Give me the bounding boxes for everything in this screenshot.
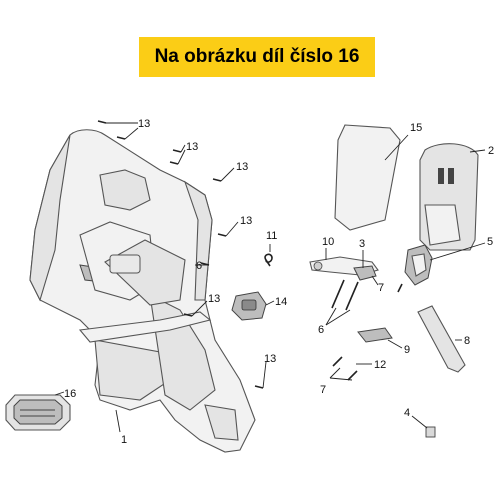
callout-9: 9 [404, 344, 410, 356]
callout-15: 15 [410, 122, 422, 134]
part-4-clip[interactable] [425, 426, 436, 438]
part-14-latch[interactable] [231, 291, 267, 321]
callout-4: 4 [404, 407, 410, 419]
callout-11: 11 [266, 230, 277, 242]
callout-labels: 13 13 13 13 6 13 14 13 16 1 15 2 11 10 3… [64, 118, 494, 446]
part-11-spring[interactable] [264, 253, 273, 267]
callout-16: 16 [64, 388, 76, 400]
part-15-panel[interactable] [334, 124, 401, 231]
part-5-hinge[interactable] [404, 244, 433, 286]
part-8-trim[interactable] [417, 305, 466, 373]
title-banner: Na obrázku díl číslo 16 [139, 37, 375, 77]
callout-10: 10 [322, 236, 334, 248]
callout-13: 13 [138, 118, 150, 130]
callout-2: 2 [488, 145, 494, 157]
callout-6: 6 [318, 324, 324, 336]
callout-1: 1 [121, 434, 127, 446]
callout-5: 5 [487, 236, 493, 248]
callout-7: 7 [320, 384, 326, 396]
part-3-clip[interactable] [353, 265, 377, 281]
part-9-plate[interactable] [357, 327, 393, 343]
callout-13: 13 [236, 161, 248, 173]
callout-8: 8 [464, 335, 470, 347]
title-text: Na obrázku díl číslo 16 [154, 46, 360, 67]
leader-lines [54, 122, 486, 433]
callout-13: 13 [186, 141, 198, 153]
callout-6: 6 [196, 260, 202, 272]
glovebox-housing [79, 221, 186, 306]
callout-13: 13 [264, 353, 276, 365]
callout-3: 3 [359, 238, 365, 250]
callout-13: 13 [208, 293, 220, 305]
callout-13: 13 [240, 215, 252, 227]
callout-12: 12 [374, 359, 386, 371]
part-16-pad[interactable] [5, 394, 71, 431]
callout-14: 14 [275, 296, 287, 308]
callout-7: 7 [378, 282, 384, 294]
part-2-hatch[interactable] [419, 143, 479, 251]
screws [97, 120, 403, 389]
